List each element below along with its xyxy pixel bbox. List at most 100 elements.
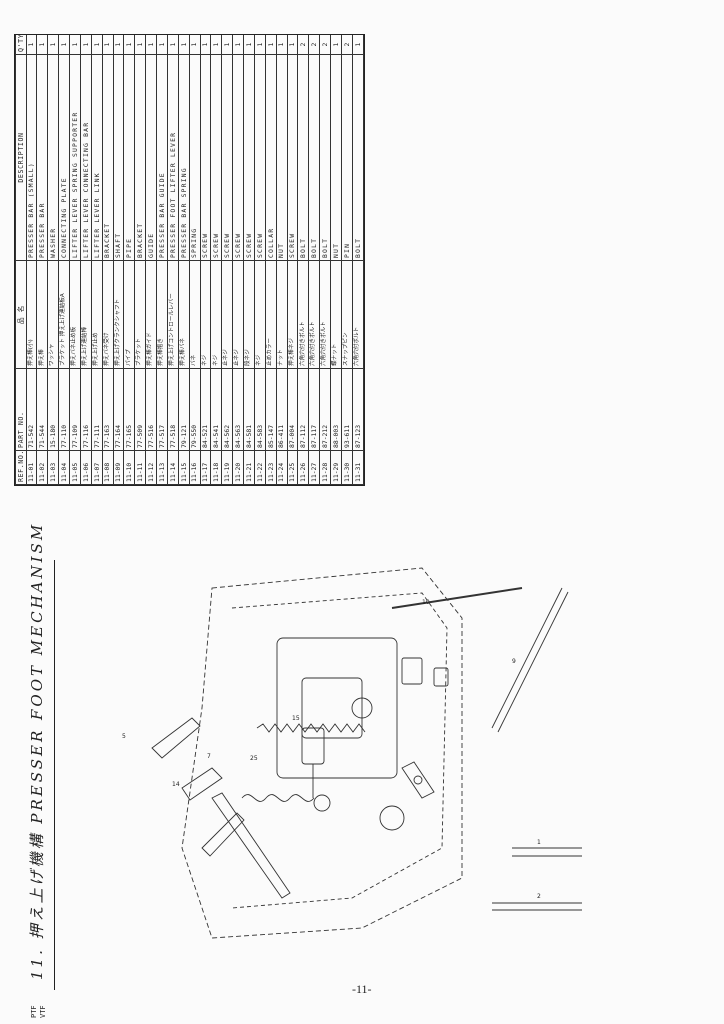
- qty-cell: 1: [91, 35, 103, 55]
- callout-7: 7: [207, 753, 211, 760]
- description-cell: BRACKET: [134, 54, 146, 261]
- part-no-cell: 77-109: [69, 368, 81, 451]
- page-number: -11-: [352, 982, 372, 996]
- qty-cell: 1: [189, 35, 201, 55]
- part-no-cell: 84-541: [210, 368, 222, 451]
- description-cell: GUIDE: [145, 54, 157, 261]
- qty-cell: 1: [200, 35, 211, 55]
- page-title: 11. 押え上げ機構 PRESSER FOOT MECHANISM: [28, 521, 46, 980]
- qty-cell: 1: [167, 35, 179, 55]
- qty-cell: 2: [319, 35, 331, 55]
- part-no-cell: 77-165: [123, 368, 135, 451]
- ref-no-cell: 11-13: [156, 450, 168, 485]
- qty-cell: 1: [265, 35, 277, 55]
- spring-16: [241, 794, 315, 802]
- name-ja-cell: 押えバネ止め板: [69, 260, 81, 369]
- name-ja-cell: 押え棒: [36, 260, 48, 369]
- description-cell: PRESSER BAR GUIDE: [156, 54, 168, 261]
- part-no-cell: 77-516: [145, 368, 157, 451]
- ref-no-cell: 11-01: [26, 450, 37, 485]
- part-no-cell: 84-563: [232, 368, 244, 451]
- qty-cell: 1: [178, 35, 190, 55]
- qty-cell: 1: [221, 35, 233, 55]
- part-no-cell: 87-212: [319, 368, 331, 451]
- part-no-cell: 93-611: [341, 368, 353, 451]
- part-no-cell: 85-147: [265, 368, 277, 451]
- description-cell: LIFTER LEVER LINK: [91, 54, 103, 261]
- part-no-cell: 87-112: [297, 368, 309, 451]
- qty-cell: 1: [156, 35, 168, 55]
- description-cell: PRESSER BAR (SMALL): [26, 54, 37, 261]
- machine-body-outline: [181, 567, 463, 939]
- ref-no-cell: 11-11: [134, 450, 146, 485]
- qty-cell: 1: [26, 35, 37, 55]
- name-ja-cell: 押え棒ガイド: [145, 260, 157, 369]
- description-cell: SCREW: [243, 54, 255, 261]
- description-cell: NUT: [330, 54, 342, 261]
- screw-25: [301, 727, 325, 765]
- description-cell: NUT: [276, 54, 288, 261]
- name-ja-cell: 押え棒(小): [26, 260, 37, 369]
- ref-no-cell: 11-07: [91, 450, 103, 485]
- name-ja-cell: ネジ: [200, 260, 211, 369]
- description-cell: BOLT: [297, 54, 309, 261]
- name-ja-cell: 押え棒抱き: [156, 260, 168, 369]
- qty-cell: 1: [36, 35, 48, 55]
- ref-no-cell: 11-16: [189, 450, 201, 485]
- qty-cell: 2: [308, 35, 320, 55]
- ref-no-cell: 11-25: [287, 450, 298, 485]
- part-no-cell: 71-544: [36, 368, 48, 451]
- title-rule: [54, 560, 55, 990]
- qty-cell: 2: [341, 35, 353, 55]
- part-no-cell: 87-123: [352, 368, 364, 451]
- name-ja-cell: ネジ: [210, 260, 222, 369]
- part-no-cell: 87-117: [308, 368, 320, 451]
- description-cell: BOLT: [352, 54, 364, 261]
- ref-no-cell: 11-17: [200, 450, 211, 485]
- ref-no-cell: 11-02: [36, 450, 48, 485]
- description-cell: PIPE: [123, 54, 135, 261]
- description-cell: PRESSER BAR SPRING: [178, 54, 190, 261]
- part-no-cell: 87-004: [287, 368, 298, 451]
- part-no-cell: 71-542: [26, 368, 37, 451]
- qty-cell: 1: [47, 35, 59, 55]
- name-ja-cell: ワッシャ: [47, 260, 59, 369]
- part-no-cell: 77-163: [102, 368, 114, 451]
- qty-cell: 1: [287, 35, 298, 55]
- part-no-cell: 15-180: [47, 368, 59, 451]
- qty-cell: 1: [254, 35, 266, 55]
- callout-15: 15: [292, 715, 300, 722]
- ref-no-cell: 11-05: [69, 450, 81, 485]
- name-ja-header: 品 名: [15, 260, 27, 369]
- table-header-row: REF.NO. PART NO. 品 名 DESCRIPTION Q'TY: [15, 35, 27, 485]
- part-no-cell: 79-121: [178, 368, 190, 451]
- ref-no-cell: 11-31: [352, 450, 364, 485]
- note-line-vtf: VTF: [39, 1005, 47, 1018]
- name-ja-cell: ブラケット 押え上げ連結板A: [58, 260, 70, 369]
- description-cell: SCREW: [221, 54, 233, 261]
- ref-no-cell: 11-27: [308, 450, 320, 485]
- name-ja-cell: 止ネジ: [232, 260, 244, 369]
- part-no-cell: 84-562: [221, 368, 233, 451]
- name-ja-cell: 押えバネ受け: [102, 260, 114, 369]
- name-ja-cell: ナット: [276, 260, 288, 369]
- ref-no-cell: 11-26: [297, 450, 309, 485]
- qty-cell: 1: [243, 35, 255, 55]
- ref-no-cell: 11-18: [210, 450, 222, 485]
